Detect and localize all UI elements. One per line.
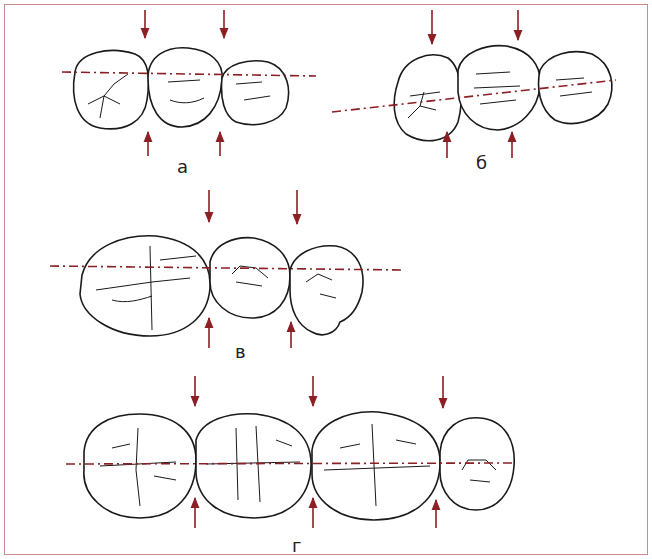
figure-letter: в [235,343,246,361]
frame [5,5,648,555]
fissure-lines [88,72,592,506]
contact-arrows [145,10,518,528]
contact-lines [50,72,616,464]
tooth-outlines [74,46,612,520]
figure-letter: б [476,154,487,172]
figure-letter: г [292,537,301,555]
figure-letter: а [177,158,188,176]
